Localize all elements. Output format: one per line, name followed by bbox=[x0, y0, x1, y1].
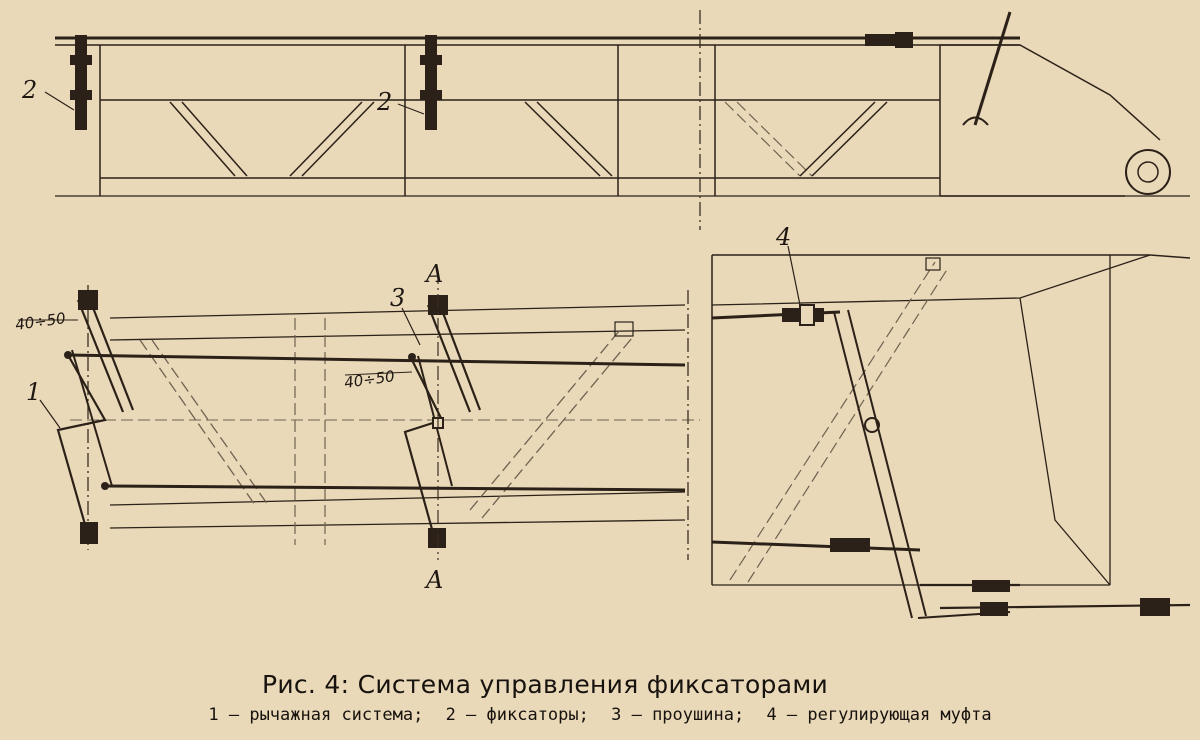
adjusting-coupling bbox=[782, 304, 824, 326]
label-latch-2-middle: 2 bbox=[376, 88, 392, 116]
legend-item-coupling: 4 — регулирующая муфта bbox=[766, 705, 992, 725]
lever-system-middle bbox=[403, 295, 482, 548]
label-adjusting-coupling: 4 bbox=[775, 223, 791, 251]
caption-title: Рис. 4: Система управления фиксаторами bbox=[261, 670, 829, 699]
lever-system-left bbox=[56, 290, 135, 544]
bottom-boom-view: 1 3 4 A A 40÷50 40÷50 bbox=[14, 223, 1191, 619]
legend-item-eyelet: 3 — проушина; bbox=[611, 705, 745, 725]
section-mark-a-top: A bbox=[424, 260, 443, 288]
label-latch-2-left: 2 bbox=[21, 76, 37, 104]
latch-middle bbox=[420, 35, 442, 130]
label-lever-system: 1 bbox=[26, 378, 41, 406]
legend-item-lever-system: 1 — рычажная система; bbox=[208, 705, 424, 725]
latch-left bbox=[70, 35, 92, 130]
dimension-middle: 40÷50 bbox=[343, 367, 396, 392]
legend-item-latches: 2 — фиксаторы; bbox=[445, 705, 589, 725]
section-mark-a-bottom: A bbox=[424, 566, 443, 594]
label-eyelet: 3 bbox=[390, 284, 405, 312]
technical-drawing: 2 2 bbox=[14, 10, 1191, 619]
top-boom-view: 2 2 bbox=[21, 10, 1190, 230]
dimension-left: 40÷50 bbox=[14, 309, 67, 334]
caption-legend: 1 — рычажная система; 2 — фиксаторы; 3 —… bbox=[0, 705, 1200, 725]
figure-caption: Рис. 4: Система управления фиксаторами 1… bbox=[0, 670, 1200, 725]
